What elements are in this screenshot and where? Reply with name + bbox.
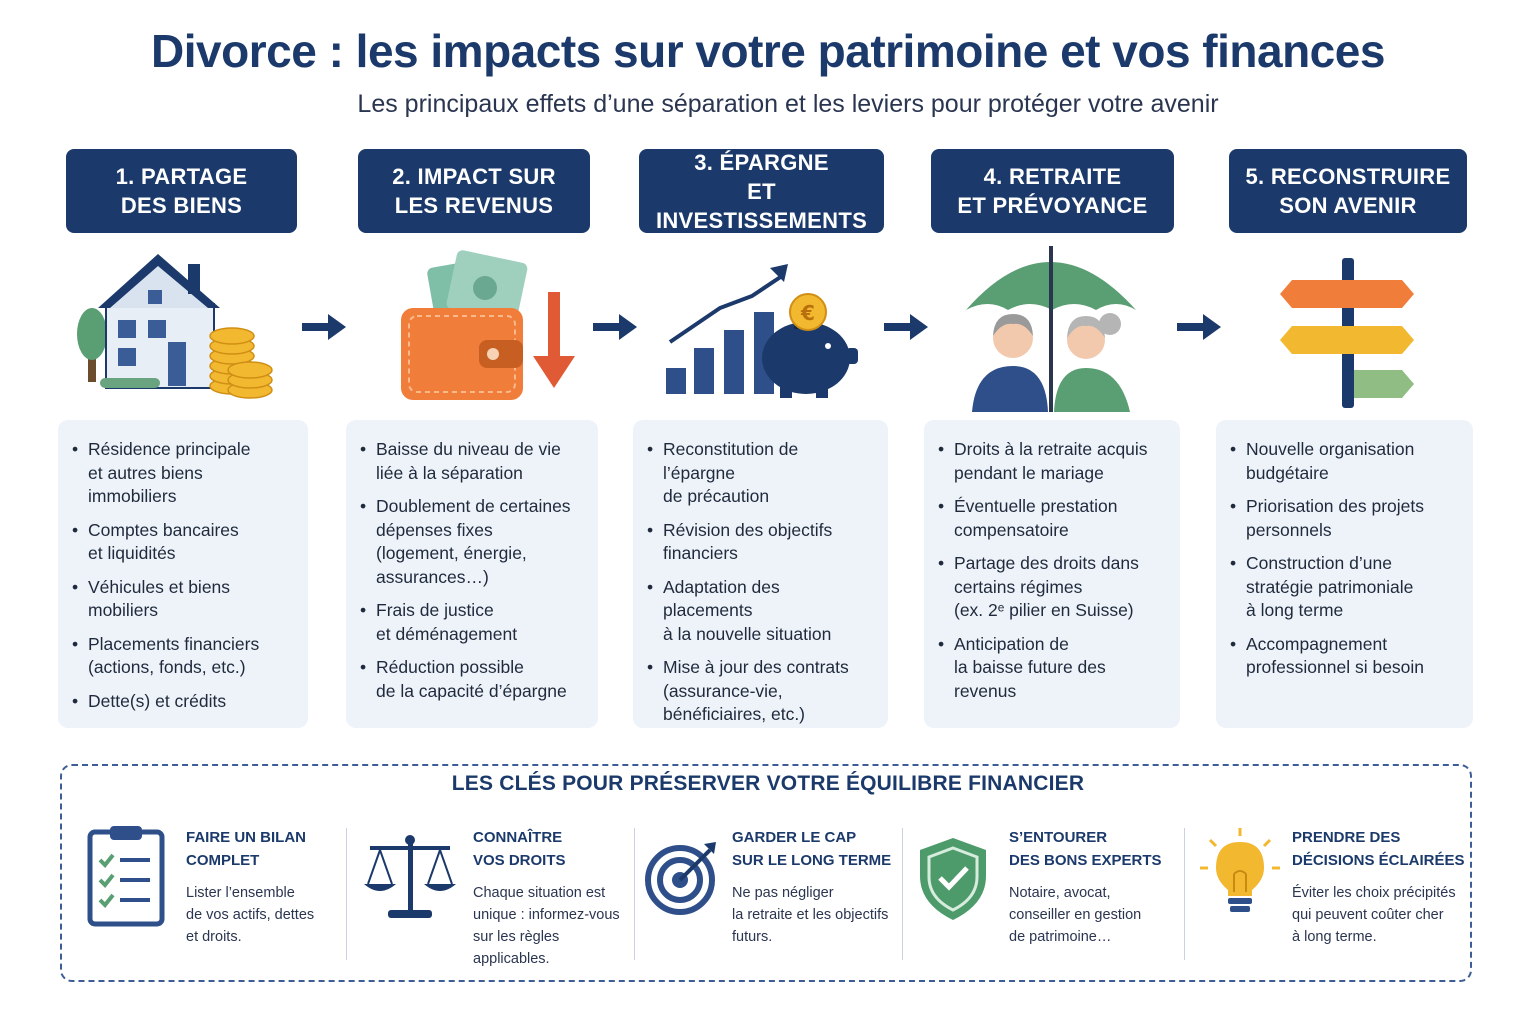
key-item-long-terme: GARDER LE CAP SUR LE LONG TERME Ne pas n…	[732, 826, 900, 948]
list-item: Mise à jour des contrats (assurance-vie,…	[647, 656, 874, 727]
step-4-card: Droits à la retraite acquis pendant le m…	[924, 420, 1180, 728]
growth-piggy-bank-icon: €	[666, 264, 858, 398]
list-item: Partage des droits dans certains régimes…	[938, 552, 1166, 623]
key-item-decisions: PRENDRE DES DÉCISIONS ÉCLAIRÉES Éviter l…	[1292, 826, 1468, 948]
divider	[346, 828, 347, 960]
list-item: Reconstitution de l’épargne de précautio…	[647, 438, 874, 509]
lightbulb-icon	[1200, 828, 1280, 912]
page-subtitle: Les principaux effets d’une séparation e…	[357, 90, 1219, 118]
arrow-right-icon	[884, 314, 928, 340]
list-item: Droits à la retraite acquis pendant le m…	[938, 438, 1166, 485]
list-item: Nouvelle organisation budgétaire	[1230, 438, 1459, 485]
list-item: Résidence principale et autres biens imm…	[72, 438, 294, 509]
list-item: Baisse du niveau de vie liée à la sépara…	[360, 438, 584, 485]
list-item: Révision des objectifs financiers	[647, 519, 874, 566]
list-item: Accompagnement professionnel si besoin	[1230, 633, 1459, 680]
arrow-right-icon	[593, 314, 637, 340]
key-title: S’ENTOURER DES BONS EXPERTS	[1009, 829, 1162, 869]
key-item-droits: CONNAÎTRE VOS DROITS Chaque situation es…	[473, 826, 635, 970]
wallet-down-icon	[401, 250, 575, 400]
signpost-icon	[1280, 258, 1414, 408]
step-2-header: 2. IMPACT SUR LES REVENUS	[358, 149, 590, 233]
divider	[1184, 828, 1185, 960]
list-item: Frais de justice et déménagement	[360, 599, 584, 646]
list-item: Anticipation de la baisse future des rev…	[938, 633, 1166, 704]
list-item: Véhicules et biens mobiliers	[72, 576, 294, 623]
keys-section-title: LES CLÉS POUR PRÉSERVER VOTRE ÉQUILIBRE …	[451, 772, 1085, 795]
umbrella-couple-icon	[966, 246, 1136, 412]
list-item: Doublement de certaines dépenses fixes (…	[360, 495, 584, 589]
list-item: Adaptation des placements à la nouvelle …	[647, 576, 874, 647]
key-text: Chaque situation est unique : informez-v…	[473, 885, 620, 967]
list-item: Dette(s) et crédits	[72, 690, 294, 714]
list-item: Construction d’une stratégie patrimonial…	[1230, 552, 1459, 623]
arrow-right-icon	[302, 314, 346, 340]
key-item-bilan: FAIRE UN BILAN COMPLET Lister l’ensemble…	[186, 826, 346, 948]
step-3-header: 3. ÉPARGNE ET INVESTISSEMENTS	[639, 149, 884, 233]
svg-text:€: €	[800, 301, 815, 325]
key-item-experts: S’ENTOURER DES BONS EXPERTS Notaire, avo…	[1009, 826, 1179, 948]
arrow-right-icon	[1177, 314, 1221, 340]
key-text: Ne pas négliger la retraite et les objec…	[732, 885, 889, 945]
key-title: GARDER LE CAP SUR LE LONG TERME	[732, 829, 892, 869]
list-item: Comptes bancaires et liquidités	[72, 519, 294, 566]
step-5-card: Nouvelle organisation budgétaire Prioris…	[1216, 420, 1473, 728]
step-1-card: Résidence principale et autres biens imm…	[58, 420, 308, 728]
list-item: Priorisation des projets personnels	[1230, 495, 1459, 542]
step-4-header: 4. RETRAITE ET PRÉVOYANCE	[931, 149, 1174, 233]
key-title: PRENDRE DES DÉCISIONS ÉCLAIRÉES	[1292, 829, 1465, 869]
step-3-card: Reconstitution de l’épargne de précautio…	[633, 420, 888, 728]
divider	[902, 828, 903, 960]
list-item: Éventuelle prestation compensatoire	[938, 495, 1166, 542]
step-5-header: 5. RECONSTRUIRE SON AVENIR	[1229, 149, 1467, 233]
key-text: Notaire, avocat, conseiller en gestion d…	[1009, 885, 1142, 945]
scales-icon	[364, 835, 456, 918]
checklist-icon	[87, 826, 165, 927]
keys-section-box	[60, 764, 1472, 982]
step-1-header: 1. PARTAGE DES BIENS	[66, 149, 297, 233]
target-icon	[645, 842, 716, 915]
key-text: Éviter les choix précipités qui peuvent …	[1292, 885, 1456, 945]
shield-check-icon	[920, 838, 986, 920]
house-coins-icon	[77, 254, 273, 399]
list-item: Réduction possible de la capacité d’épar…	[360, 656, 584, 703]
key-text: Lister l’ensemble de vos actifs, dettes …	[186, 885, 315, 945]
divider	[634, 828, 635, 960]
key-title: FAIRE UN BILAN COMPLET	[186, 829, 306, 869]
step-2-card: Baisse du niveau de vie liée à la sépara…	[346, 420, 598, 728]
page-title: Divorce : les impacts sur votre patrimoi…	[151, 25, 1385, 77]
list-item: Placements financiers (actions, fonds, e…	[72, 633, 294, 680]
key-title: CONNAÎTRE VOS DROITS	[473, 829, 566, 869]
